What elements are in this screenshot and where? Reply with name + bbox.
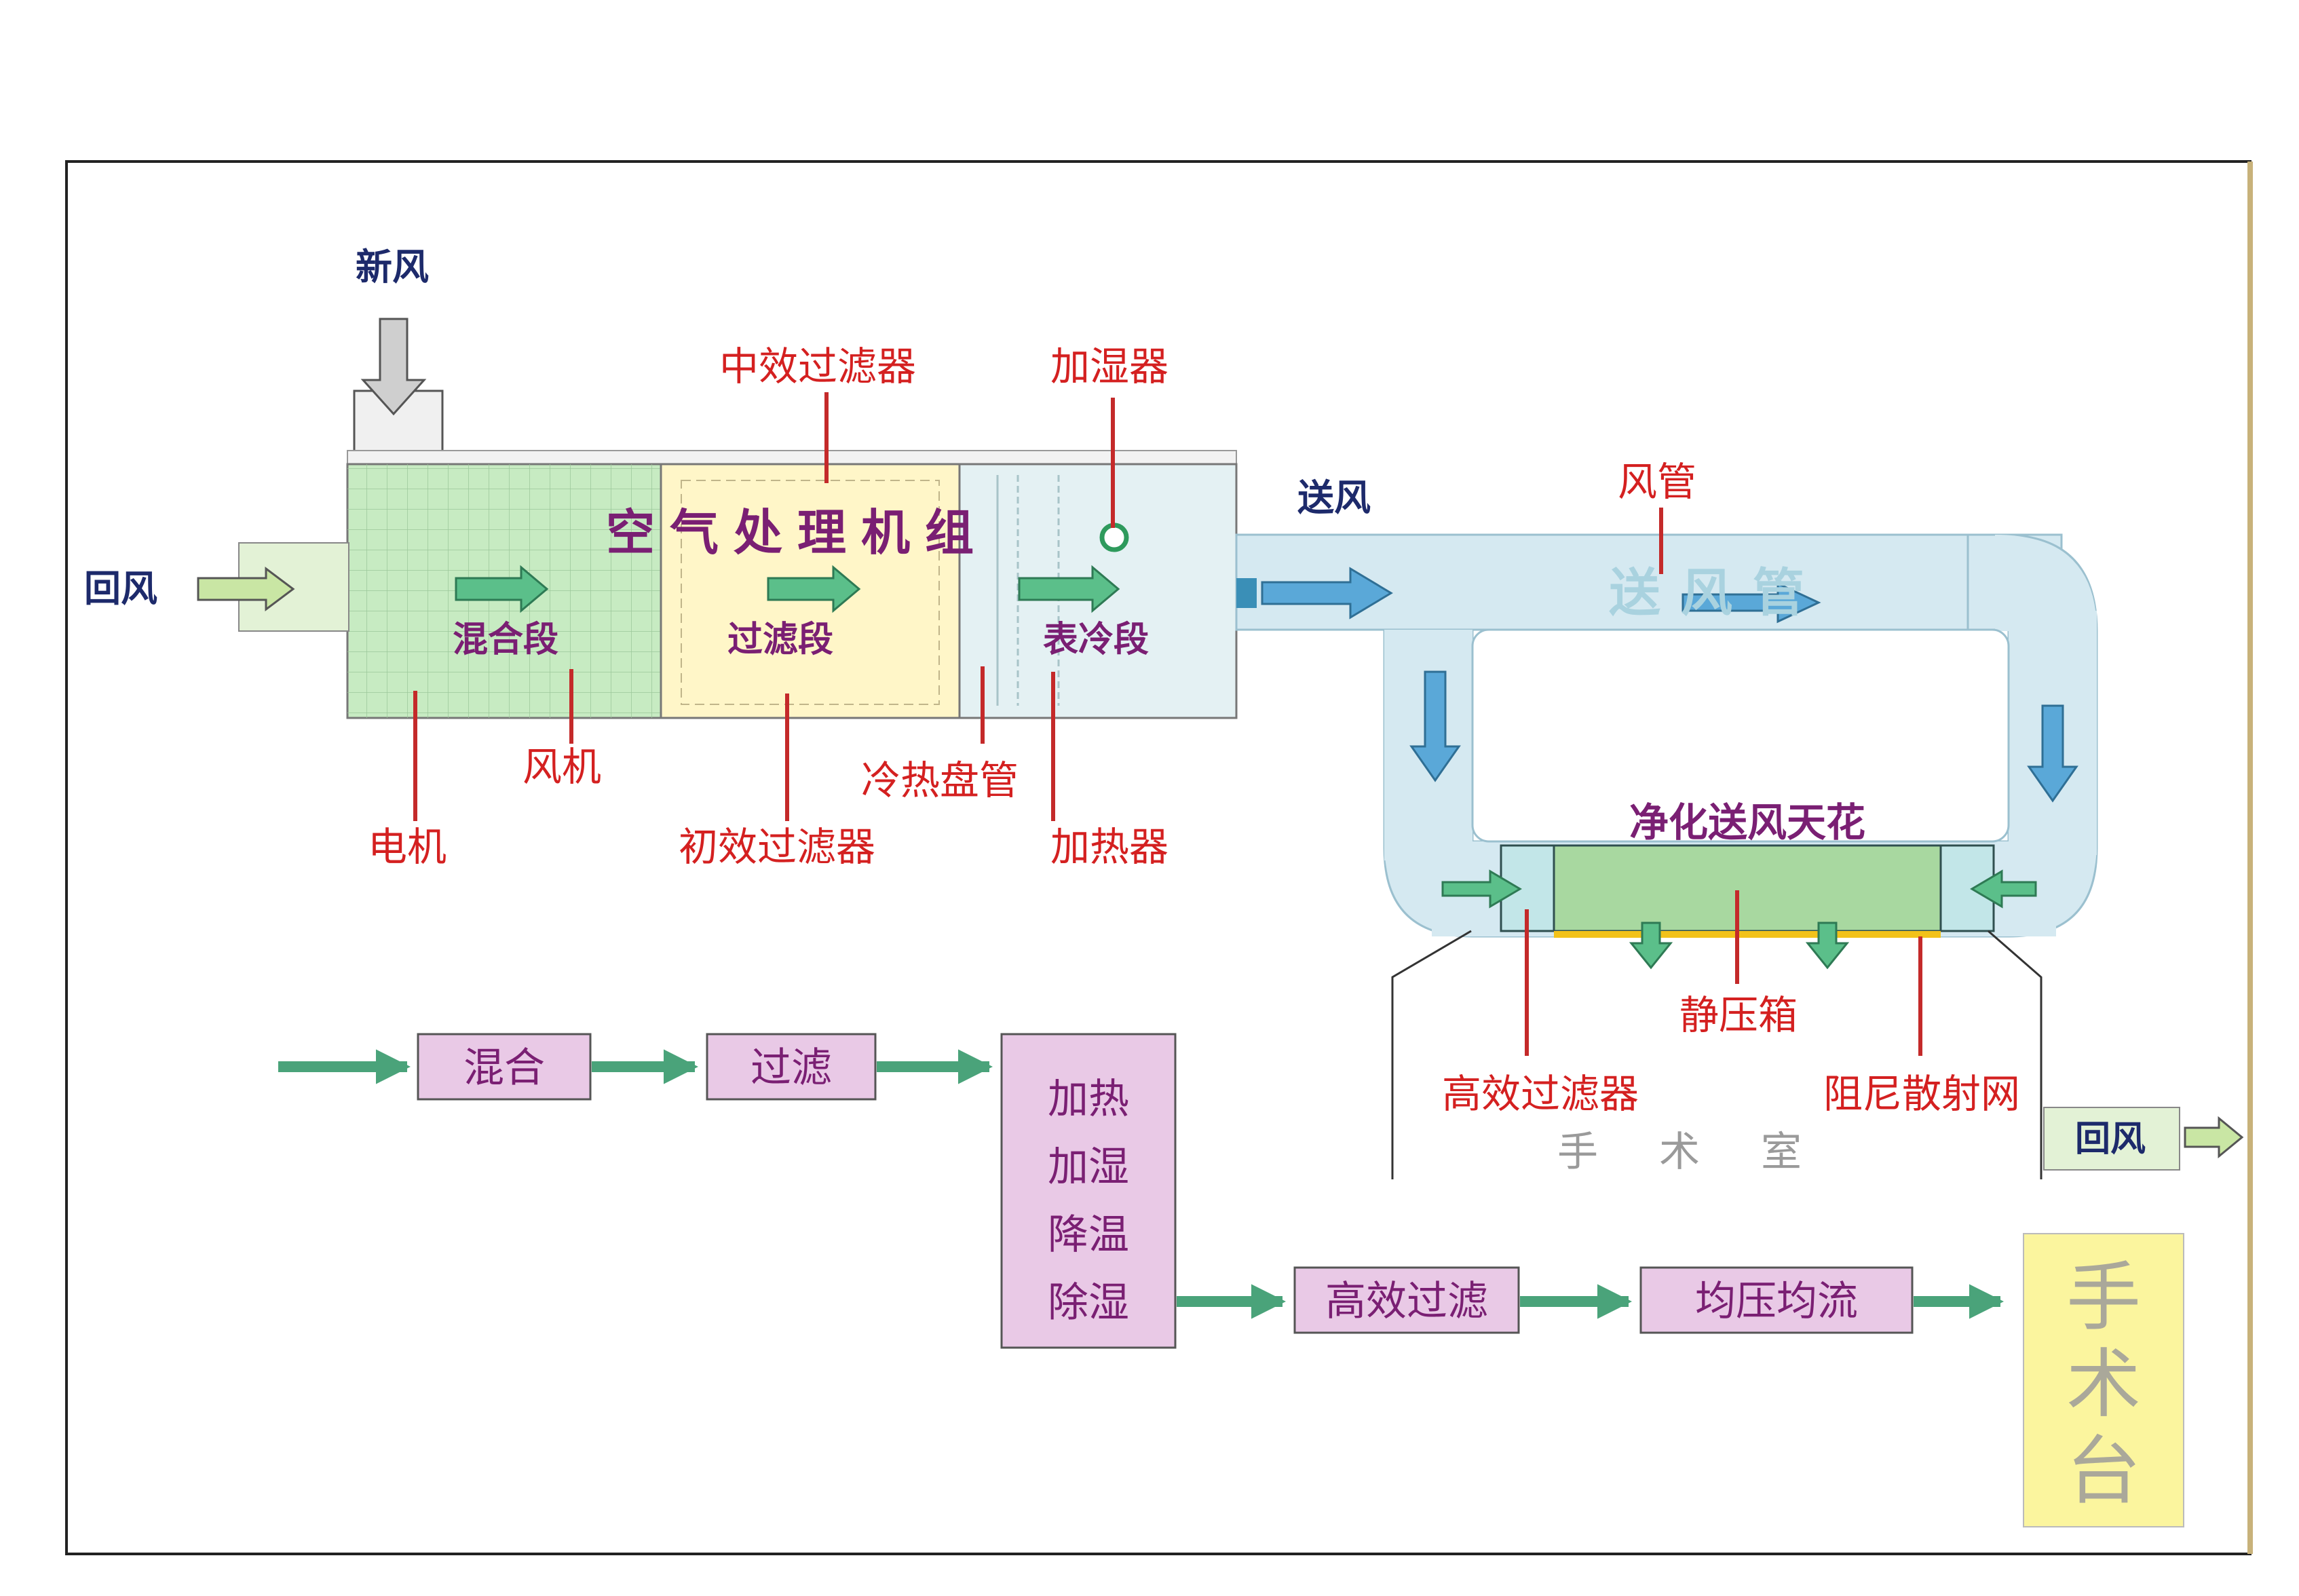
duct-loop-corner-bl (1384, 841, 1479, 936)
cooling-section-label: 表冷段 (1043, 620, 1149, 660)
flow-box-hepa (1293, 1266, 1520, 1334)
return-air-outlet (2043, 1107, 2180, 1171)
ceiling-arrow-left (1441, 869, 1522, 909)
air-handling-unit: 空气处理机组 混合段 过滤段 表冷段 新风 回风 (84, 246, 1238, 719)
primary-filter-label: 初效过滤器 (679, 824, 875, 870)
operating-table-char-1: 手 (2066, 1254, 2141, 1341)
return-air-out-arrow (2184, 1116, 2244, 1159)
humidifier-icon (1099, 522, 1129, 552)
ahu-component-labels: 中效过滤器 加湿器 风机 电机 初效过滤器 冷热盘管 加热器 (368, 343, 1168, 870)
ahu-leaders (413, 392, 1115, 821)
duct-arrow-top (1682, 582, 1821, 624)
cooling-section (958, 463, 1238, 719)
flow-box-filter (706, 1033, 877, 1101)
ceiling-unit: 净化送风天花 高效过滤器 静压箱 阻尼散射网 手术室 回风 (1391, 799, 2244, 1179)
motor-label: 电机 (368, 824, 446, 870)
humidifier-label: 加湿器 (1050, 343, 1168, 390)
flow-filter-label: 过滤 (750, 1044, 832, 1092)
filter-flow-arrow (767, 565, 861, 613)
flow-treatment-heat: 加热 (1048, 1076, 1129, 1123)
fresh-air-arrow (360, 318, 427, 416)
operating-table-char-3: 台 (2066, 1428, 2141, 1515)
damping-mesh-label: 阻尼散射网 (1823, 1071, 2020, 1117)
coil-label: 冷热盘管 (861, 757, 1019, 803)
duct-inner-hole (1471, 628, 2010, 843)
ceiling-arrow-right (1970, 869, 2037, 909)
fan-label: 风机 (522, 744, 601, 790)
operating-table-char-2: 术 (2066, 1341, 2141, 1428)
duct-label: 风管 (1618, 459, 1696, 505)
duct-loop-corner-tr (1995, 535, 2097, 631)
ceiling-down-arrow-1 (1629, 922, 1673, 970)
heater-label: 加热器 (1050, 824, 1168, 870)
unit-top-strip (347, 450, 1237, 465)
return-air-in-arrow (197, 567, 295, 611)
duct-inner-label: 送风管 (1609, 563, 1825, 623)
supply-air-label: 送风 (1297, 476, 1371, 519)
flow-mix-label: 混合 (463, 1044, 545, 1092)
medium-filter-label: 中效过滤器 (719, 343, 916, 390)
plenum-label: 静压箱 (1679, 992, 1798, 1038)
operating-table-box (2023, 1233, 2184, 1527)
cooling-flow-arrow (1018, 565, 1120, 613)
filter-section-label: 过滤段 (727, 620, 833, 660)
operating-room-outline (1391, 930, 2042, 1179)
operating-room-label: 手术室 (1557, 1128, 1863, 1176)
mixing-section-label: 混合段 (453, 620, 558, 660)
ceiling-hepa-box (1553, 844, 1942, 932)
flow-treatment-dehumidify: 除湿 (1048, 1279, 1129, 1327)
flow-treatment-humidify: 加湿 (1048, 1143, 1129, 1191)
process-flow: 混合 过滤 加热 加湿 降温 除湿 高效过滤 均压均流 手 术 台 (278, 1033, 2184, 1527)
supply-outlet-damper (1236, 578, 1257, 608)
fresh-air-label: 新风 (356, 246, 429, 288)
flow-equalize-label: 均压均流 (1695, 1278, 1858, 1325)
filter-frame (681, 480, 940, 705)
hepa-label: 高效过滤器 (1442, 1071, 1639, 1117)
duct-loop-corner-br (2002, 841, 2097, 936)
return-air-inlet (238, 542, 349, 632)
duct-arrow-right-down (2027, 704, 2078, 803)
flow-box-equalize (1639, 1266, 1914, 1334)
ceiling-down-arrow-2 (1805, 922, 1850, 970)
duct-arrow-left-down (1409, 670, 1461, 782)
supply-arrow-out (1261, 567, 1393, 620)
return-air-in-label: 回风 (84, 567, 157, 610)
ahu-title: 空气处理机组 (606, 504, 989, 561)
mix-flow-arrow (455, 565, 549, 613)
ceiling-label: 净化送风天花 (1629, 799, 1865, 846)
damping-mesh-strip (1554, 931, 1941, 938)
flow-treatment-cool: 降温 (1048, 1211, 1129, 1259)
flow-hepa-label: 高效过滤 (1325, 1278, 1488, 1325)
return-air-out-label: 回风 (2075, 1119, 2146, 1160)
flow-box-mix (417, 1033, 592, 1101)
flow-box-treatment (1000, 1033, 1177, 1349)
